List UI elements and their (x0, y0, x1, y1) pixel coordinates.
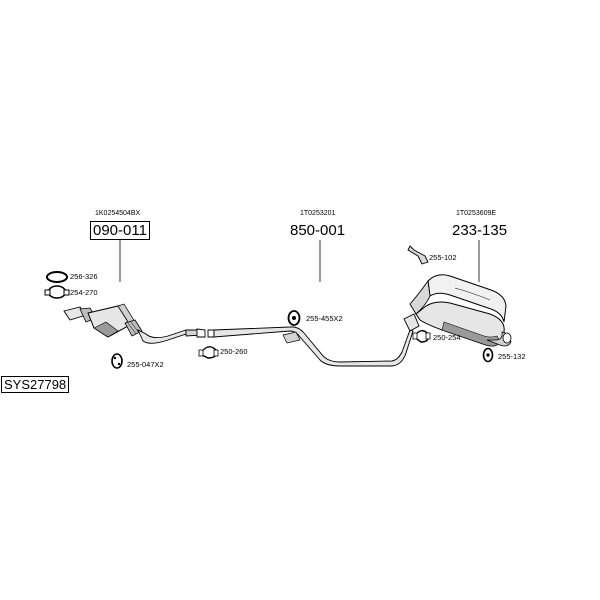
label-mount-rear: 255-132 (498, 352, 526, 361)
catalytic-converter-drawing (63, 303, 206, 344)
gasket-icon (46, 271, 68, 283)
part-code-middle: 850-001 (290, 222, 346, 239)
rubber-mount-icon-rear (482, 347, 494, 363)
oe-ref-middle: 1T0253201 (300, 210, 336, 217)
label-bracket: 255-102 (429, 253, 457, 262)
label-mount-center: 255-455X2 (306, 314, 343, 323)
rubber-mount-icon-front (111, 353, 123, 369)
label-gasket: 256-326 (70, 272, 98, 281)
oe-ref-catalytic: 1K0254504BX (95, 210, 141, 217)
part-code-rear: 233-135 (452, 222, 508, 239)
part-code-catalytic: 090-011 (90, 221, 150, 240)
rear-silencer-drawing (409, 274, 512, 347)
label-clamp-front: 254-270 (70, 288, 98, 297)
label-clamp-rear: 250-254 (433, 333, 461, 342)
clamp-icon-center (198, 346, 219, 359)
middle-pipe-drawing (207, 313, 420, 367)
rubber-mount-icon-center (287, 310, 301, 326)
clamp-icon-rear (412, 329, 431, 343)
label-mount-front: 255-047X2 (127, 360, 164, 369)
label-clamp-center: 250-260 (220, 347, 248, 356)
oe-ref-rear: 1T0253609E (456, 210, 497, 217)
bracket-icon (407, 245, 429, 265)
system-id: SYS27798 (1, 376, 70, 393)
clamp-icon-front (44, 285, 70, 299)
